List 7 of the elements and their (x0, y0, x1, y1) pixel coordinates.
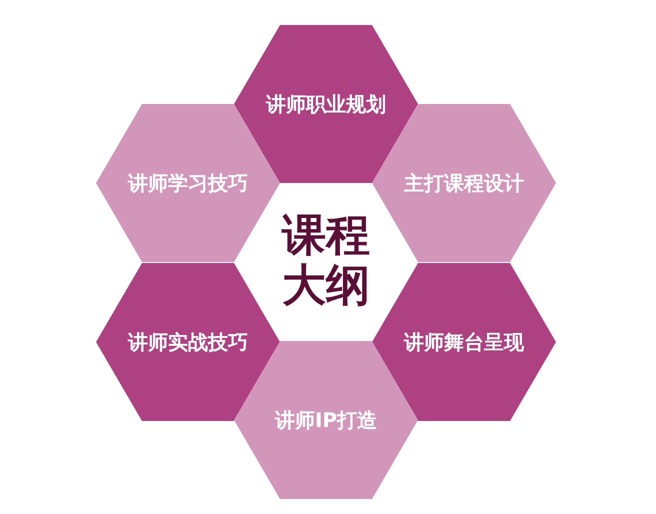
hexagon-label: 讲师职业规划 (264, 92, 387, 116)
hexagon-label: 讲师实战技巧 (126, 330, 249, 354)
hexagon-label: 讲师学习技巧 (126, 171, 249, 195)
hexagon-label: 主打课程设计 (403, 171, 525, 195)
hexagon-label: 讲师IP打造 (274, 408, 378, 432)
center-title: 课程大纲 (266, 211, 386, 311)
hexagon-label: 讲师舞台呈现 (402, 330, 525, 354)
